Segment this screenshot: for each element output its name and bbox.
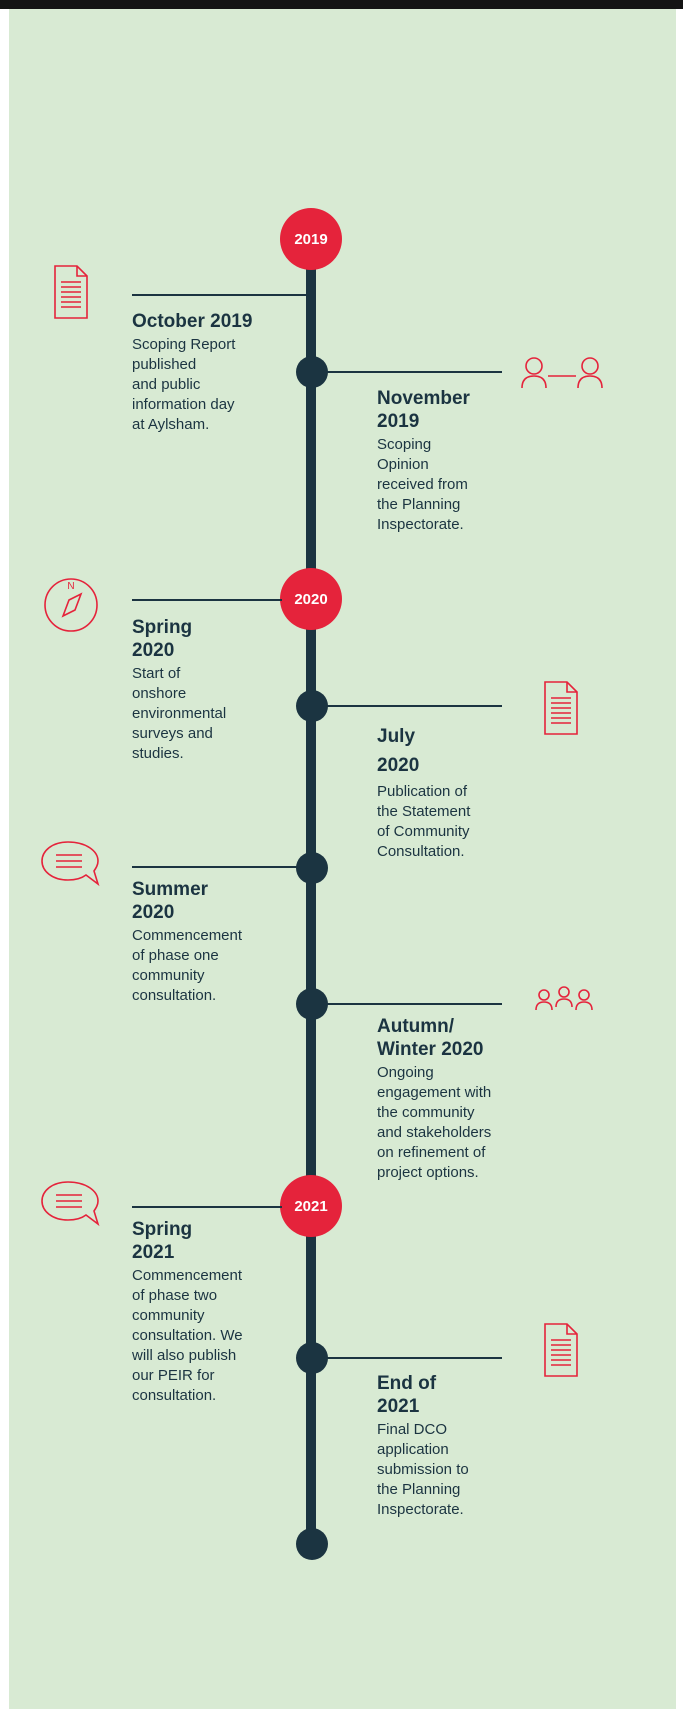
connector-line: [312, 371, 502, 373]
connector-line: [132, 599, 282, 601]
compass-icon: N: [42, 576, 100, 634]
event-title: Spring 2020: [132, 617, 193, 661]
connector-line: [312, 1003, 502, 1005]
event-description: Final DCO application submission to the …: [377, 1421, 469, 1518]
document-icon: [53, 264, 89, 320]
event-spring-2020: Spring 2020 Start of onshore environment…: [132, 616, 282, 764]
timeline-dot: [296, 852, 328, 884]
connector-line: [132, 294, 310, 296]
event-autumn-winter-2020: Autumn/ Winter 2020 Ongoing engagement w…: [377, 1015, 527, 1183]
event-title: November 2019: [377, 388, 470, 432]
speech-bubble-icon: [40, 1180, 104, 1228]
event-october-2019: October 2019 Scoping Report published an…: [132, 310, 282, 435]
event-title: End of 2021: [377, 1373, 437, 1417]
event-end-of-2021: End of 2021 Final DCO application submis…: [377, 1372, 517, 1520]
event-description: Commencement of phase one community cons…: [132, 927, 243, 1004]
event-spring-2021: Spring 2021 Commencement of phase two co…: [132, 1218, 282, 1406]
speech-bubble-icon: [40, 840, 104, 888]
event-title: October 2019: [132, 311, 253, 332]
year-badge-2021: 2021: [280, 1175, 342, 1237]
event-july-2020: July 2020 Publication of the Statement o…: [377, 722, 517, 862]
year-badge-2020: 2020: [280, 568, 342, 630]
event-description: Ongoing engagement with the community an…: [377, 1064, 492, 1181]
connector-line: [308, 294, 310, 356]
document-icon: [543, 1322, 579, 1378]
document-icon: [543, 680, 579, 736]
event-november-2019: November 2019 Scoping Opinion received f…: [377, 387, 517, 535]
top-border: [0, 0, 683, 9]
event-title: Autumn/ Winter 2020: [377, 1016, 484, 1060]
connector-line: [132, 866, 302, 868]
people-connection-icon: [520, 354, 604, 390]
connector-line: [132, 1206, 282, 1208]
event-description: Commencement of phase two community cons…: [132, 1267, 243, 1404]
connector-line: [312, 1357, 502, 1359]
event-summer-2020: Summer 2020 Commencement of phase one co…: [132, 878, 282, 1006]
group-icon: [534, 984, 594, 1016]
event-description: Start of onshore environmental surveys a…: [132, 665, 227, 762]
year-badge-2019: 2019: [280, 208, 342, 270]
event-title: July 2020: [377, 726, 420, 776]
timeline-spine: [306, 232, 316, 1544]
event-description: Scoping Report published and public info…: [132, 336, 236, 433]
timeline-end-dot: [296, 1528, 328, 1560]
event-description: Publication of the Statement of Communit…: [377, 783, 471, 860]
event-title: Summer 2020: [132, 879, 209, 923]
compass-north-label: N: [67, 581, 74, 592]
event-title: Spring 2021: [132, 1219, 193, 1263]
connector-line: [312, 705, 502, 707]
timeline-panel: [9, 9, 676, 1709]
event-description: Scoping Opinion received from the Planni…: [377, 436, 468, 533]
